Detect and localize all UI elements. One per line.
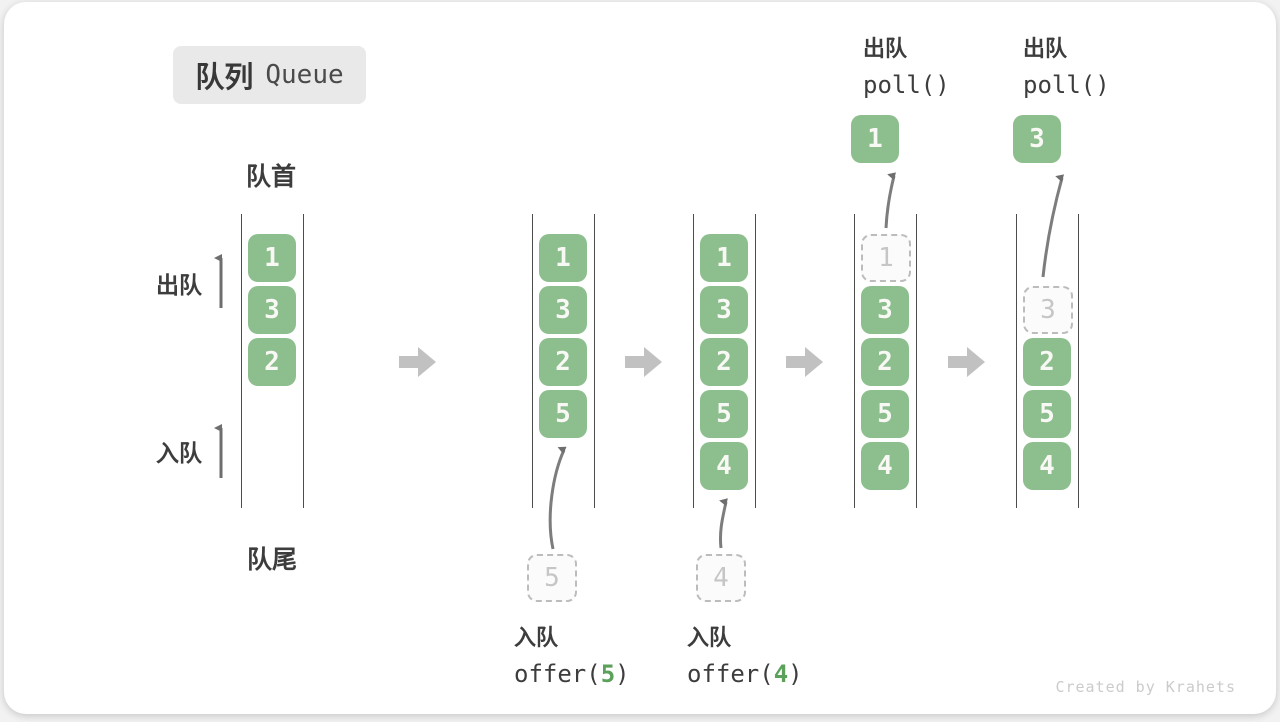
dequeue-motion-arrow-icon [1041, 174, 1065, 278]
flow-arrow-icon [625, 347, 662, 377]
queue-item-polled: 3 [1013, 115, 1061, 163]
queue-item: 2 [861, 338, 909, 386]
flow-arrow-icon [948, 347, 985, 377]
queue-rail-left [1016, 214, 1017, 508]
queue-item: 2 [700, 338, 748, 386]
queue-item: 5 [1023, 390, 1071, 438]
queue-item-removed: 1 [861, 234, 911, 282]
queue-item-pending: 4 [696, 554, 746, 602]
op-label-code: poll() [863, 71, 950, 99]
queue-rear-label: 队尾 [247, 546, 298, 574]
queue-rail-right [755, 214, 756, 508]
queue-item-removed: 3 [1023, 286, 1073, 334]
queue-item: 2 [539, 338, 587, 386]
dequeue-motion-arrow-icon [884, 172, 896, 229]
queue-item: 1 [539, 234, 587, 282]
op-label-code: offer(4) [687, 660, 803, 688]
queue-rail-left [693, 214, 694, 508]
queue-item-pending: 5 [527, 554, 577, 602]
dequeue-operation-label: 出队 poll() [863, 31, 950, 99]
queue-item: 2 [1023, 338, 1071, 386]
enqueue-motion-arrow-icon [548, 446, 567, 550]
op-label-chinese: 入队 [687, 625, 732, 650]
enqueue-motion-arrow-icon [719, 498, 728, 549]
enqueue-operation-label: 入队 offer(4) [687, 620, 803, 688]
queue-item: 5 [700, 390, 748, 438]
op-label-code: poll() [1023, 71, 1110, 99]
queue-item: 2 [248, 338, 296, 386]
queue-rail-left [241, 214, 242, 508]
enqueue-side-label: 入队 [156, 440, 202, 466]
enqueue-operation-label: 入队 offer(5) [514, 620, 630, 688]
queue-rail-left [854, 214, 855, 508]
title-english: Queue [265, 60, 344, 90]
queue-item-polled: 1 [851, 115, 899, 163]
queue-item: 3 [861, 286, 909, 334]
flow-arrow-icon [399, 347, 436, 377]
queue-item: 1 [700, 234, 748, 282]
queue-rail-right [594, 214, 595, 508]
queue-item: 3 [700, 286, 748, 334]
title-chip: 队列 Queue [173, 46, 366, 104]
title-chinese: 队列 [195, 62, 254, 94]
op-label-chinese: 出队 [863, 36, 908, 61]
queue-item: 3 [248, 286, 296, 334]
queue-item: 4 [861, 442, 909, 490]
queue-rail-left [532, 214, 533, 508]
dequeue-side-label: 出队 [156, 272, 202, 298]
op-label-code: offer(5) [514, 660, 630, 688]
queue-item: 1 [248, 234, 296, 282]
op-label-chinese: 出队 [1023, 36, 1068, 61]
queue-item: 4 [1023, 442, 1071, 490]
dequeue-operation-label: 出队 poll() [1023, 31, 1110, 99]
op-label-chinese: 入队 [514, 625, 559, 650]
queue-rail-right [1078, 214, 1079, 508]
watermark: Created by Krahets [1055, 678, 1236, 696]
queue-item: 5 [539, 390, 587, 438]
queue-item: 4 [700, 442, 748, 490]
queue-rail-right [303, 214, 304, 508]
flow-arrow-icon [786, 347, 823, 377]
queue-item: 3 [539, 286, 587, 334]
queue-rail-right [916, 214, 917, 508]
queue-item: 5 [861, 390, 909, 438]
queue-front-label: 队首 [246, 163, 297, 191]
